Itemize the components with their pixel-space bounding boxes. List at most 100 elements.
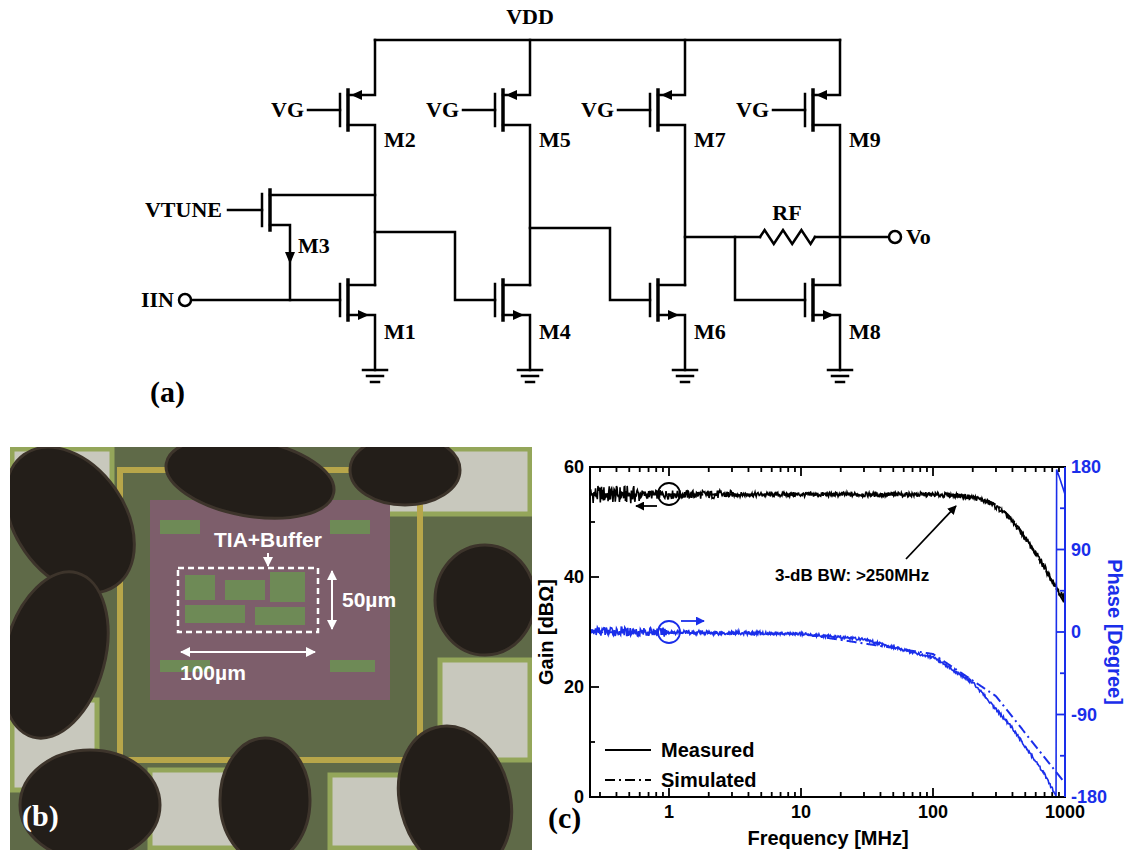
axis-title: Phase [Degree]: [1103, 559, 1126, 705]
drain-node-wire: [813, 125, 840, 285]
drain-node-wire: [503, 125, 530, 285]
response-plot: [587, 467, 1065, 797]
panel-letter: (b): [22, 799, 59, 833]
ground-symbol: [522, 375, 538, 378]
gain-simulated-curve: [590, 495, 1065, 605]
nmos-arrow: [823, 310, 834, 320]
pmos-source-wire: [658, 40, 685, 95]
transistor-name: M4: [539, 319, 571, 345]
stage-wire: [735, 237, 805, 300]
dimension: 50µm: [342, 588, 396, 612]
axis-pointer: [681, 620, 704, 622]
signal-label: VG: [736, 97, 769, 123]
output-wire: [815, 236, 889, 239]
pmos-arrow: [506, 90, 517, 100]
block-outline: [178, 568, 318, 632]
probe-tip: [382, 713, 527, 850]
y-tick: [590, 576, 599, 578]
y-tick: [590, 686, 599, 688]
ground-symbol: [371, 381, 379, 384]
circuit-block: [330, 660, 375, 672]
tick-label: 90: [1071, 540, 1091, 561]
nmos-source-wire: [348, 315, 375, 370]
transistor-name: M3: [298, 233, 330, 259]
legend-text: Measured: [661, 739, 754, 762]
legend: [605, 750, 651, 780]
signal-label: Vo: [906, 224, 931, 250]
transistor-name: M6: [694, 319, 726, 345]
x-tick: [668, 467, 670, 476]
curves: [590, 470, 1065, 797]
resistor-name: RF: [772, 200, 801, 226]
y2-tick: [1056, 631, 1065, 633]
ground-symbol: [681, 381, 689, 384]
probe-tip: [10, 560, 125, 750]
output-terminal: [889, 231, 901, 243]
tick-label: 0: [1071, 622, 1081, 643]
block-label: TIA+Buffer: [214, 528, 322, 552]
circuit-block: [185, 575, 215, 600]
ground-symbol: [677, 375, 693, 378]
nmos-drain-wire: [348, 284, 375, 287]
input-wire: [191, 299, 340, 302]
axis-title: Frequency [MHz]: [747, 827, 908, 850]
ground-symbol: [832, 375, 848, 378]
nmos-arrow: [513, 310, 524, 320]
pmos-source-wire: [503, 40, 530, 95]
ground-symbol: [367, 375, 383, 378]
transistor-name: M2: [384, 127, 416, 153]
ground-symbol: [836, 381, 844, 384]
signal-label: IIN: [141, 287, 174, 313]
die-photo: [10, 447, 532, 850]
circuit-block: [330, 520, 370, 534]
tick-label: -90: [1071, 705, 1097, 726]
tick-label: 100: [918, 802, 948, 823]
pmos-arrow: [661, 90, 672, 100]
signal-label: VG: [426, 97, 459, 123]
legend-text: Simulated: [661, 769, 757, 792]
pmos-gate-lead: [618, 109, 650, 112]
x-tick: [932, 788, 934, 797]
y2-tick: [1056, 549, 1065, 551]
nmos-arrow: [285, 252, 295, 264]
tick-label: 1000: [1045, 802, 1085, 823]
supply-rail: [375, 39, 840, 42]
ground-symbol: [518, 369, 542, 372]
drain-node-wire: [658, 125, 685, 285]
drain-node-wire: [348, 125, 375, 285]
resistor-symbol: [760, 230, 815, 244]
probe-tip: [350, 447, 460, 505]
panel-letter: (c): [548, 801, 581, 835]
x-tick: [932, 467, 934, 476]
x-tick: [800, 467, 802, 476]
pmos-source-wire: [348, 40, 375, 95]
nmos-drain-wire: [813, 284, 840, 287]
axis-pointer: [636, 505, 657, 507]
circuit-block: [185, 605, 245, 623]
probe-tip: [20, 750, 160, 850]
tick-label: 10: [791, 802, 811, 823]
transistor-name: M1: [384, 319, 416, 345]
y2-tick: [1056, 714, 1065, 716]
m3-source-wire: [270, 225, 290, 300]
transistor-name: M7: [694, 127, 726, 153]
leader-arrow: [906, 506, 956, 559]
curve-marker: [658, 621, 680, 643]
tick-label: 40: [564, 567, 584, 588]
nmos-arrow: [358, 310, 369, 320]
nmos-source-wire: [813, 315, 840, 370]
pmos-gate-lead: [463, 109, 495, 112]
circuit-schematic: [179, 40, 901, 382]
probe-tip: [435, 545, 532, 655]
circuit-block: [160, 520, 200, 534]
circuit-block: [270, 572, 305, 602]
stage-wire: [375, 232, 495, 300]
circuit-block: [255, 607, 305, 625]
curve-marker: [658, 483, 680, 505]
phase-measured-curve: [590, 470, 1065, 797]
input-terminal: [179, 294, 191, 306]
x-tick: [800, 788, 802, 797]
legend-sample: [605, 779, 651, 781]
signal-label: VTUNE: [145, 197, 222, 223]
nmos-gate-lead: [228, 209, 262, 212]
